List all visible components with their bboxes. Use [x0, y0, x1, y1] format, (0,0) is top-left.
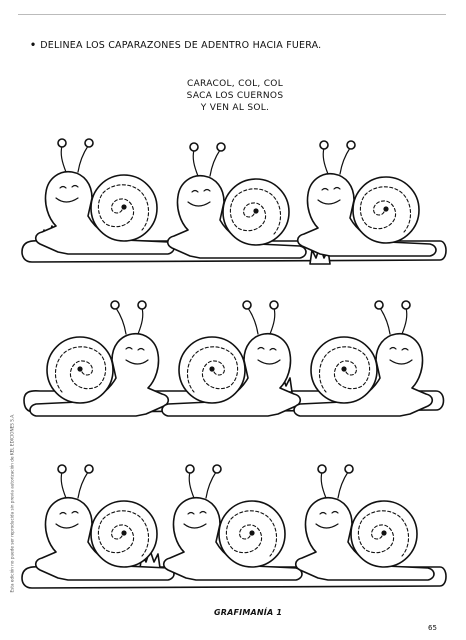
instruction: •DELINEA LOS CAPARAZONES DE ADENTRO HACI… [30, 40, 321, 51]
snail-row1-3 [296, 140, 437, 257]
instruction-text: DELINEA LOS CAPARAZONES DE ADENTRO HACIA… [40, 40, 322, 51]
page-number: 65 [428, 624, 437, 632]
snail-row3-3 [294, 464, 435, 581]
top-rule [18, 14, 446, 15]
copyright-notice: Esta edición no puede ser reproducida si… [9, 413, 15, 593]
rhyme: CARACOL, COL, COL SACA LOS CUERNOS Y VEN… [170, 78, 300, 114]
snail-row1-1 [34, 138, 175, 255]
instruction-bullet: • [30, 40, 37, 51]
snail-row3-2 [162, 464, 303, 581]
rhyme-line-3: Y VEN AL SOL. [200, 103, 270, 113]
rhyme-line-2: SACA LOS CUERNOS [186, 91, 284, 101]
footer-brand: GRAFIMANÍA 1 [214, 608, 283, 617]
rhyme-line-1: CARACOL, COL, COL [186, 79, 284, 89]
